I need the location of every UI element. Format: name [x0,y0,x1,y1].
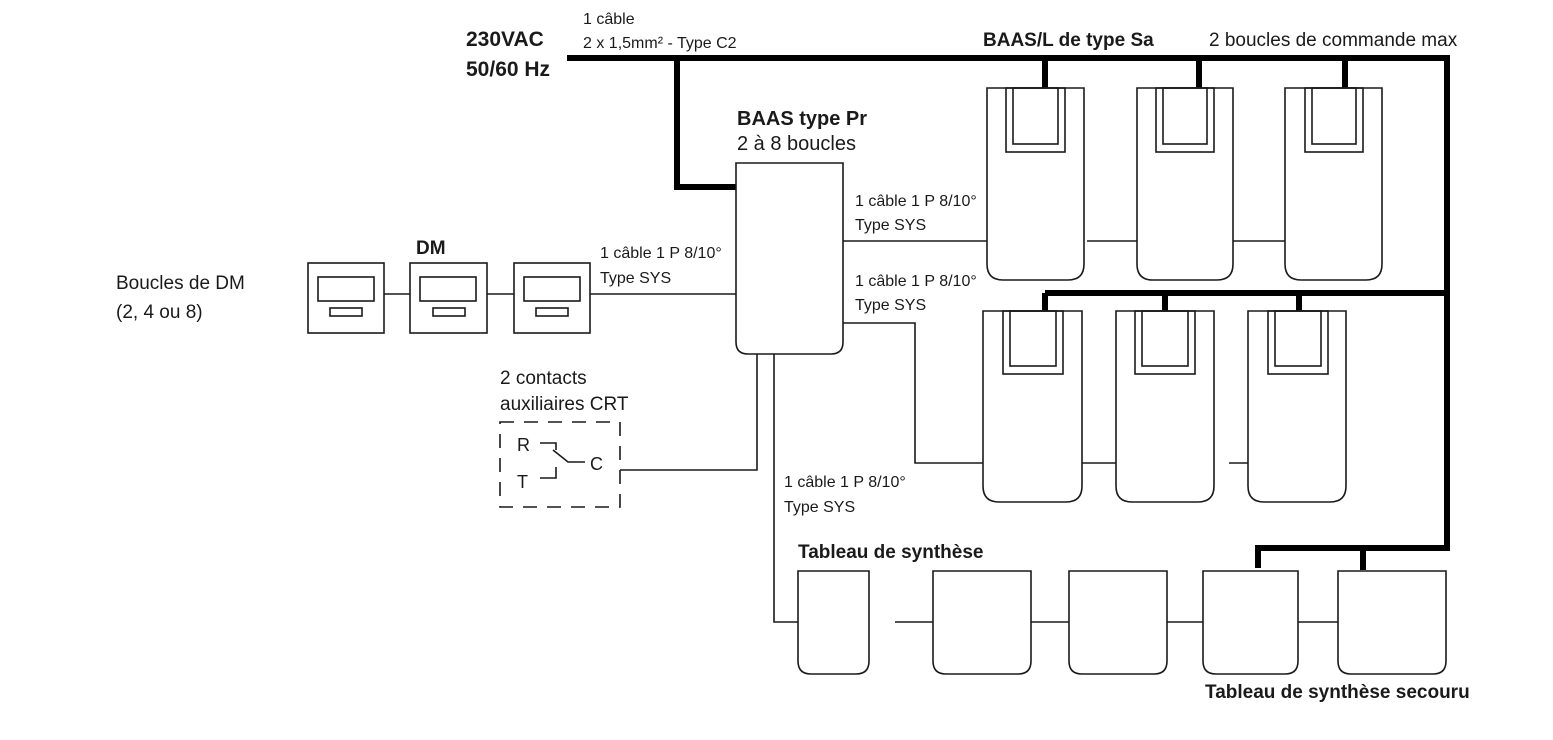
dm-loop-label-1: Boucles de DM [116,273,245,294]
aux-switch-arm [552,449,585,463]
dm-cable-label-1: 1 câble 1 P 8/10° [600,245,722,262]
central-baas-pr-unit[interactable] [735,162,844,355]
baas-sa-body [986,87,1085,281]
aux-terminal-c: C [590,454,603,474]
dm-unit-button [432,307,466,317]
baas-sa-body [1115,310,1215,503]
dm-cable-label-2: Type SYS [600,270,671,287]
central-to-sa-row2 [843,322,993,464]
dm-unit-window [317,276,375,302]
aux-terminal-r: R [517,435,530,455]
baas-sa-cover-inner [1012,87,1059,145]
baas-sa-unit[interactable] [1247,310,1347,503]
central-to-synthese [773,354,798,623]
bus-wiring [384,240,1338,623]
synthese-cable-label-1: 1 câble 1 P 8/10° [784,474,906,491]
synthese-backup-title: Tableau de synthèse secouru [1205,682,1470,703]
central-title: BAAS type Pr [737,108,867,130]
aux-dashed-border [499,421,621,508]
dm-unit-body [409,262,488,334]
aux-contacts-box[interactable] [499,421,621,508]
synthese-unit[interactable] [1068,570,1168,675]
power-frequency-label: 50/60 Hz [466,58,550,81]
power-main-line [567,55,1450,568]
dm-unit-button [329,307,363,317]
baas-sa-cover-inner [1141,310,1189,367]
synthese-unit-backup[interactable] [1202,570,1299,675]
aux-contact-r-line [540,442,557,450]
baas-sa-unit[interactable] [1115,310,1215,503]
baas-sa-unit[interactable] [1136,87,1234,281]
dm-unit-body [513,262,591,334]
dm-unit[interactable] [513,262,591,334]
baas-sa-unit[interactable] [1284,87,1383,281]
dm-unit-window [523,276,581,302]
synthese-cable-label-2: Type SYS [784,499,855,516]
dm-loop-label-2: (2, 4 ou 8) [116,302,203,323]
baas-sa-body [1284,87,1383,281]
synthese-unit[interactable] [797,570,870,675]
aux-contact-t-line [540,467,557,479]
baas-sa-cover-inner [1009,310,1057,367]
central-subtitle: 2 à 8 boucles [737,133,856,155]
dm-unit[interactable] [307,262,385,334]
baas-sa-cover-inner [1274,310,1322,367]
sa-row2-cable-label-2: Type SYS [855,297,926,314]
baas-sa-cover-inner [1162,87,1208,145]
dm-unit-body [307,262,385,334]
aux-label-2: auxiliaires CRT [500,394,629,415]
baas-sa-subtitle: 2 boucles de commande max [1209,30,1458,51]
aux-terminal-t: T [517,472,528,492]
baas-sa-body [982,310,1083,503]
sa-row1-cable-label-1: 1 câble 1 P 8/10° [855,193,977,210]
sa-row2-cable-label-1: 1 câble 1 P 8/10° [855,273,977,290]
synthese-unit-backup[interactable] [1337,570,1447,675]
baas-sa-unit[interactable] [982,310,1083,503]
dm-unit-button [535,307,569,317]
sa-row1-cable-label-2: Type SYS [855,217,926,234]
baas-sa-body [1136,87,1234,281]
power-wiring [567,55,1450,570]
aux-label-1: 2 contacts [500,368,587,389]
dm-unit[interactable] [409,262,488,334]
power-voltage-label: 230VAC [466,28,544,51]
baas-sa-cover-inner [1311,87,1357,145]
baas-sa-unit[interactable] [986,87,1085,281]
dm-title: DM [416,238,446,259]
synthese-title: Tableau de synthèse [798,542,984,563]
baas-sa-body [1247,310,1347,503]
power-cable-label-2: 2 x 1,5mm² - Type C2 [583,35,737,52]
synthese-unit[interactable] [932,570,1032,675]
dm-unit-window [419,276,477,302]
baas-sa-title: BAAS/L de type Sa [983,30,1154,51]
power-cable-label-1: 1 câble [583,11,635,28]
central-to-aux [620,354,758,471]
power-drop-central [674,58,737,190]
